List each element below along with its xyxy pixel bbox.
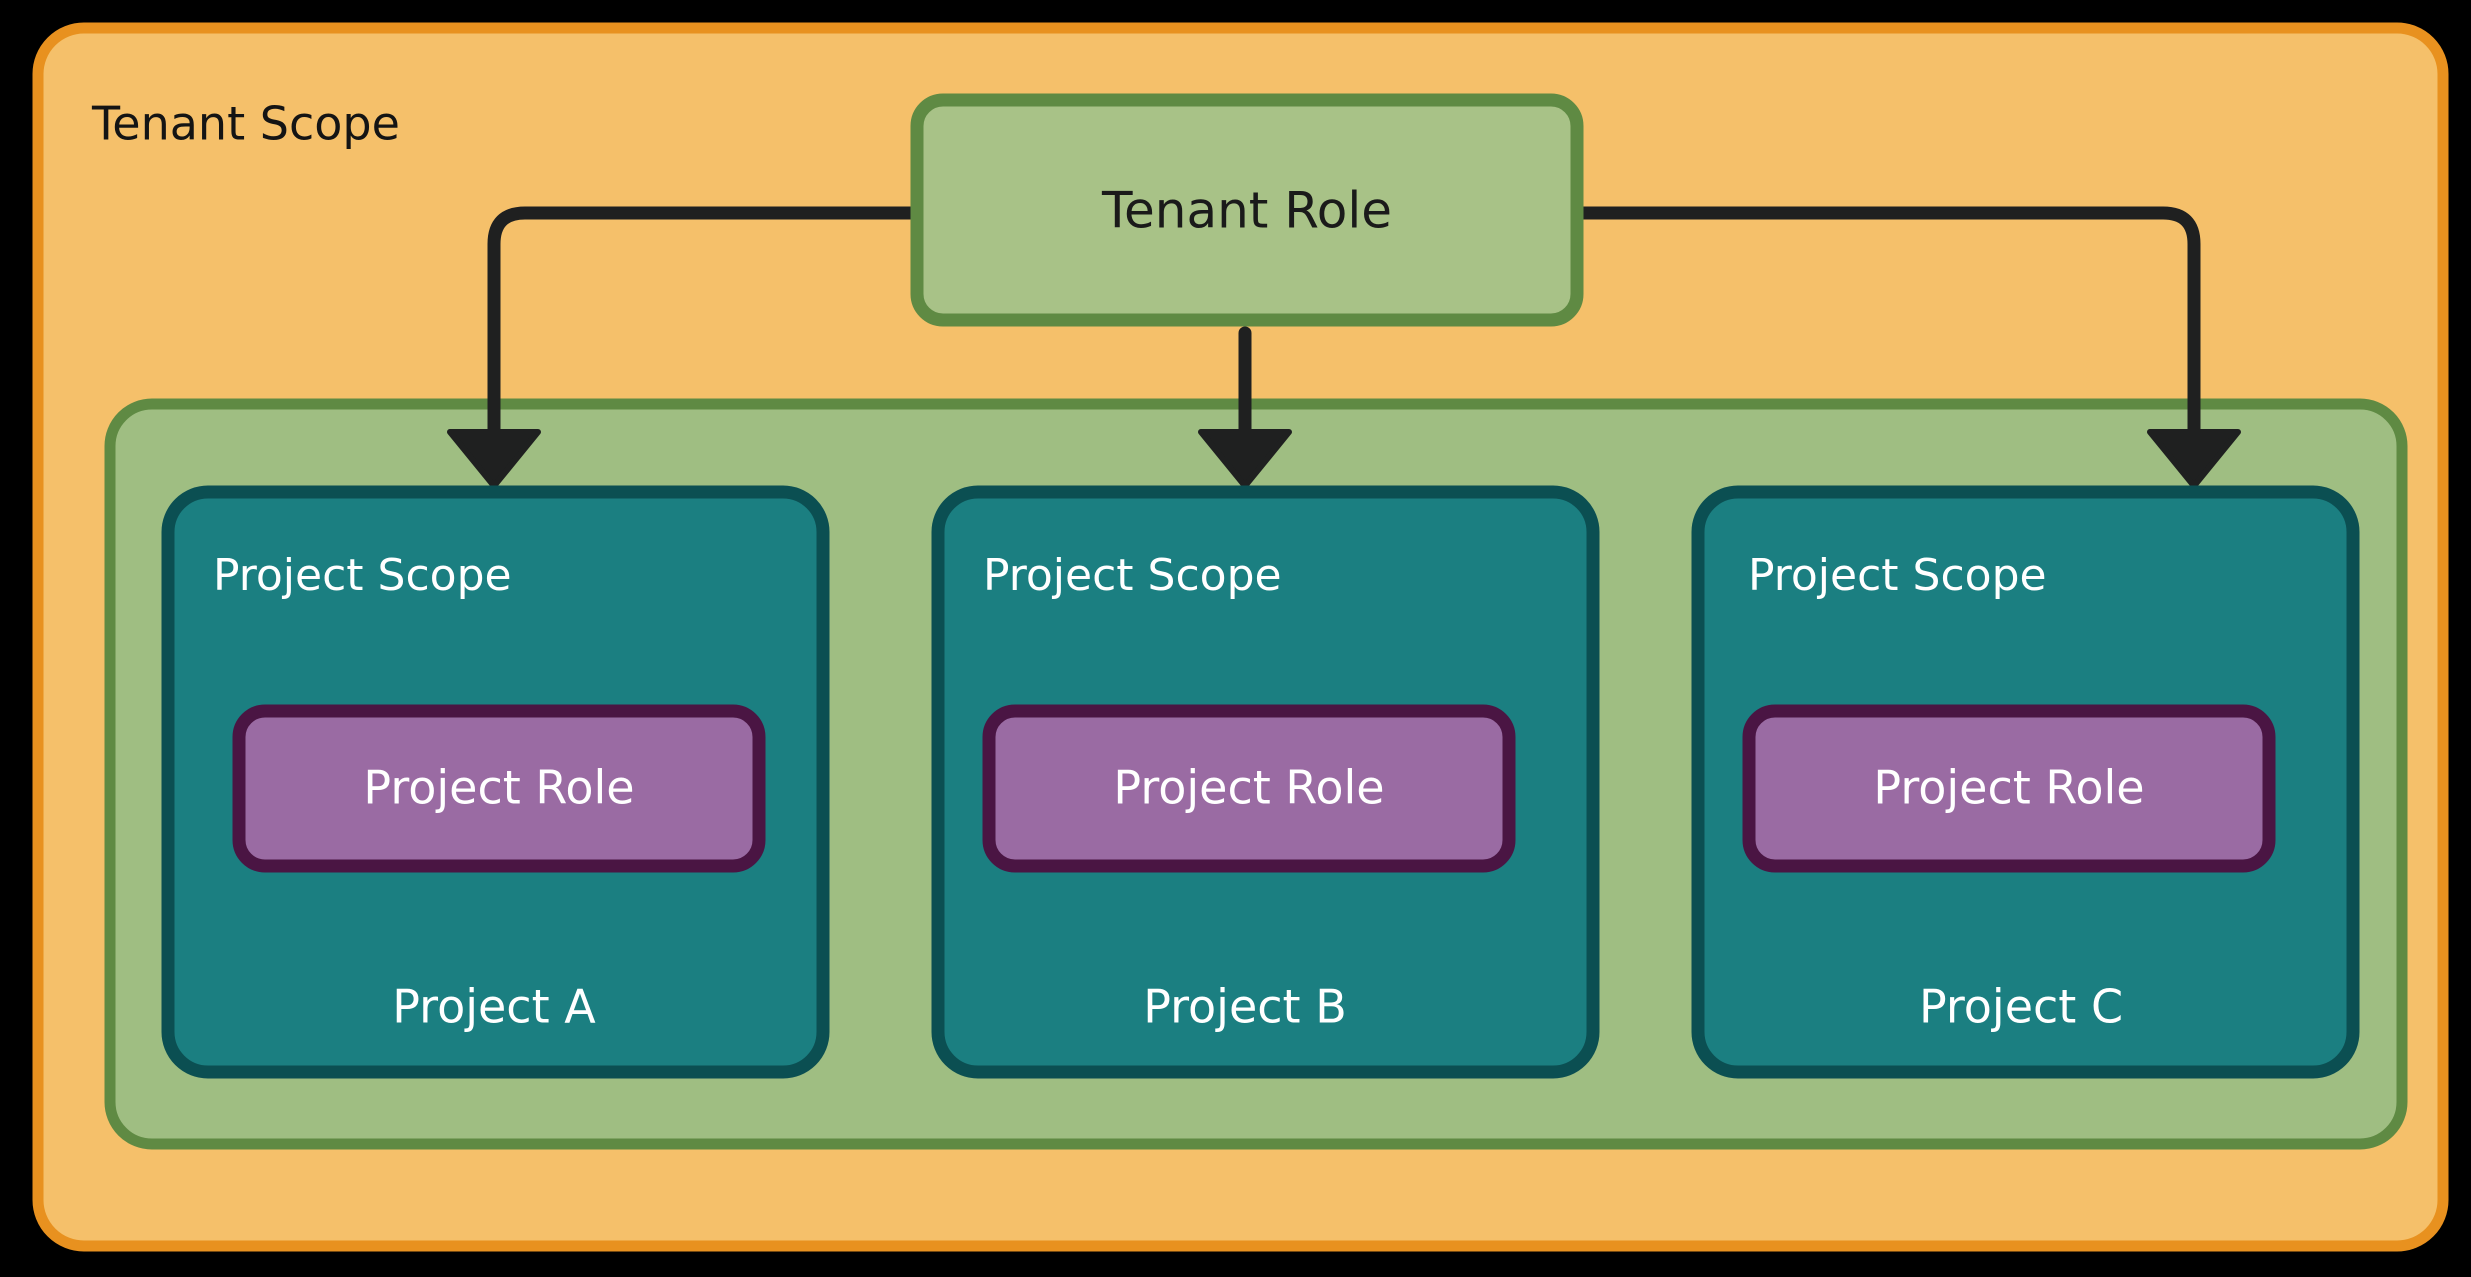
edge-line-right bbox=[1571, 206, 2201, 439]
project-scope-b-label: Project Scope bbox=[983, 550, 1282, 601]
edge-tenant-role-to-project-b bbox=[1198, 326, 1292, 489]
tenant-role-node[interactable]: Tenant Role bbox=[910, 93, 1584, 327]
edge-tenant-role-to-project-c bbox=[1571, 206, 2241, 489]
tenant-role-rect bbox=[910, 93, 1584, 327]
project-role-c-label: Project Role bbox=[1873, 761, 2144, 815]
tenant-scope-label: Tenant Scope bbox=[91, 97, 400, 151]
project-a-name: Project A bbox=[392, 980, 596, 1034]
project-b-name: Project B bbox=[1143, 980, 1347, 1034]
edge-line-left bbox=[487, 206, 920, 439]
project-c-name: Project C bbox=[1919, 980, 2123, 1034]
project-scope-a-label: Project Scope bbox=[213, 550, 512, 601]
project-scope-c[interactable]: Project Scope Project Role Project C bbox=[1691, 485, 2360, 1079]
project-scope-a[interactable]: Project Scope Project Role Project A bbox=[161, 485, 830, 1079]
project-scope-b[interactable]: Project Scope Project Role Project B bbox=[931, 485, 1600, 1079]
tenant-role-label: Tenant Role bbox=[1101, 182, 1392, 240]
project-role-a-label: Project Role bbox=[363, 761, 634, 815]
project-role-a-rect bbox=[232, 704, 766, 873]
project-role-c[interactable]: Project Role bbox=[1742, 704, 2276, 873]
project-role-b[interactable]: Project Role bbox=[982, 704, 1516, 873]
project-role-c-rect bbox=[1742, 704, 2276, 873]
arrowhead-middle bbox=[1198, 429, 1292, 489]
project-role-b-label: Project Role bbox=[1113, 761, 1384, 815]
edge-tenant-role-to-project-a bbox=[447, 206, 920, 489]
project-role-a[interactable]: Project Role bbox=[232, 704, 766, 873]
project-scope-c-label: Project Scope bbox=[1748, 550, 2047, 601]
project-role-b-rect bbox=[982, 704, 1516, 873]
arrowhead-right bbox=[2147, 429, 2241, 489]
arrowhead-left bbox=[447, 429, 541, 489]
